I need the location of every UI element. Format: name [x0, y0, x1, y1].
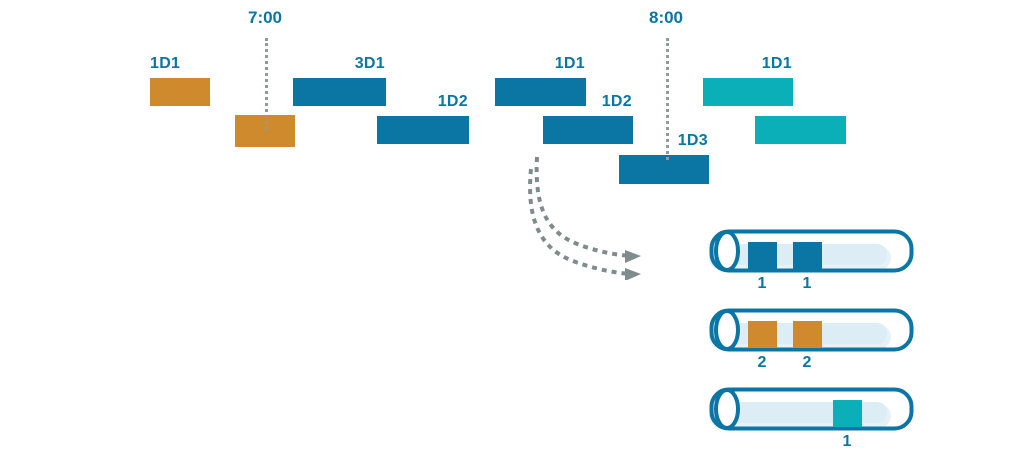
- tube-teal-count-0: 1: [842, 433, 852, 450]
- tube-orange[interactable]: [707, 307, 919, 359]
- arrow-head-upper: [625, 250, 641, 263]
- tube-teal-opening: [714, 388, 740, 430]
- tube-blue-marker-1: [793, 242, 822, 269]
- bar-3d1-label: 3D1: [354, 55, 385, 72]
- bar-1d2-b-label: 1D2: [601, 93, 632, 110]
- bar-1d1-orange-a-label: 1D1: [150, 55, 181, 72]
- bar-3d1[interactable]: [293, 78, 386, 106]
- arrow-head-lower: [625, 268, 641, 281]
- bar-1d1-teal-a-label: 1D1: [761, 55, 792, 72]
- curved-dashed-arrows: [505, 155, 665, 281]
- tube-teal-marker-0: [833, 400, 862, 427]
- marker-7-00-label: 7:00: [247, 8, 283, 27]
- tube-blue-count-0: 1: [757, 275, 767, 292]
- bar-1d1-teal-a[interactable]: [703, 78, 793, 106]
- arrow-path-lower: [528, 168, 632, 276]
- tube-orange-body: [709, 308, 914, 352]
- tube-orange-opening: [714, 309, 740, 351]
- bar-1d1-blue-b-label: 1D1: [554, 55, 585, 72]
- tube-blue[interactable]: [707, 228, 919, 280]
- bar-1d2-a-label: 1D2: [437, 93, 468, 110]
- tube-orange-count-0: 2: [757, 354, 767, 371]
- tube-blue-opening: [714, 230, 740, 272]
- marker-8-00-rule: [666, 38, 669, 160]
- marker-7-00-rule: [265, 38, 268, 130]
- tube-blue-count-1: 1: [802, 275, 812, 292]
- bar-1d3[interactable]: [619, 155, 709, 184]
- tube-teal-body: [709, 387, 914, 431]
- tube-blue-body: [709, 229, 914, 273]
- arrow-path-upper: [534, 156, 632, 258]
- marker-8-00-label: 8:00: [648, 8, 684, 27]
- bar-1d2-a[interactable]: [377, 116, 469, 144]
- bar-1d1-blue-b[interactable]: [495, 78, 586, 106]
- bar-1d2-b[interactable]: [543, 116, 633, 144]
- bar-1d1-orange-a[interactable]: [150, 78, 210, 106]
- tube-teal[interactable]: [707, 386, 919, 438]
- bar-1d3-label: 1D3: [677, 132, 708, 149]
- tube-orange-marker-0: [748, 321, 777, 348]
- tube-blue-marker-0: [748, 242, 777, 269]
- tube-orange-marker-1: [793, 321, 822, 348]
- bar-teal-b[interactable]: [755, 116, 846, 144]
- tube-orange-count-1: 2: [802, 354, 812, 371]
